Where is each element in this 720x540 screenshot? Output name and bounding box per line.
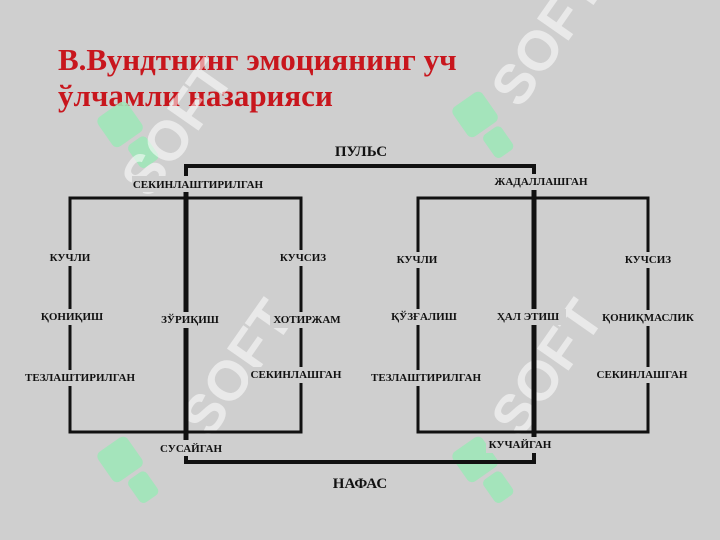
left-box-right-2: ХОТИРЖАМ (273, 314, 341, 326)
watermark: SOFT SOFT SOFT SOFT (97, 0, 615, 504)
left-box-labels: СЕКИНЛАШТИРИЛГАН СУСАЙГАН КУЧЛИ ҚОНИҚИШ … (22, 176, 344, 456)
axis-label-pulse: ПУЛЬС (335, 144, 387, 160)
watermark-logo-1 (97, 101, 159, 169)
right-box-left-3: ТЕЗЛАШТИРИЛГАН (371, 372, 481, 384)
right-top-label: ЖАДАЛЛАШГАН (494, 176, 587, 188)
left-box-right-3: СЕКИНЛАШГАН (251, 369, 342, 381)
right-box-right-1: КУЧСИЗ (625, 254, 671, 266)
right-bottom-label: КУЧАЙГАН (489, 439, 552, 451)
watermark-text-2: SOFT (478, 0, 615, 117)
right-box-labels: ЖАДАЛЛАШГАН КУЧАЙГАН КУЧЛИ ҚЎЗҒАЛИШ ТЕЗЛ… (368, 174, 696, 453)
page-title: В.Вундтнинг эмоциянинг уч ўлчамли назари… (58, 42, 678, 114)
left-box-right-1: КУЧСИЗ (280, 252, 326, 264)
left-box-left-1: КУЧЛИ (50, 252, 91, 264)
right-box-left-1: КУЧЛИ (397, 254, 438, 266)
watermark-logo-2 (452, 91, 514, 159)
left-box-center: ЗЎРИҚИШ (161, 314, 219, 326)
right-box-center: ҲАЛ ЭТИШ (497, 311, 559, 323)
right-box-left-2: ҚЎЗҒАЛИШ (391, 311, 457, 323)
axis-label-breath: НАФАС (333, 476, 387, 492)
title-line-2: ўлчамли назарияси (58, 78, 333, 113)
right-box-right-2: ҚОНИҚМАСЛИК (602, 312, 694, 324)
left-bottom-label: СУСАЙГАН (160, 443, 223, 455)
left-box-left-2: ҚОНИҚИШ (41, 311, 103, 323)
left-box-left-3: ТЕЗЛАШТИРИЛГАН (25, 372, 135, 384)
watermark-logo-3 (97, 436, 159, 504)
left-top-label: СЕКИНЛАШТИРИЛГАН (133, 179, 264, 191)
right-box-right-3: СЕКИНЛАШГАН (597, 369, 688, 381)
title-line-1: В.Вундтнинг эмоциянинг уч (58, 42, 457, 77)
